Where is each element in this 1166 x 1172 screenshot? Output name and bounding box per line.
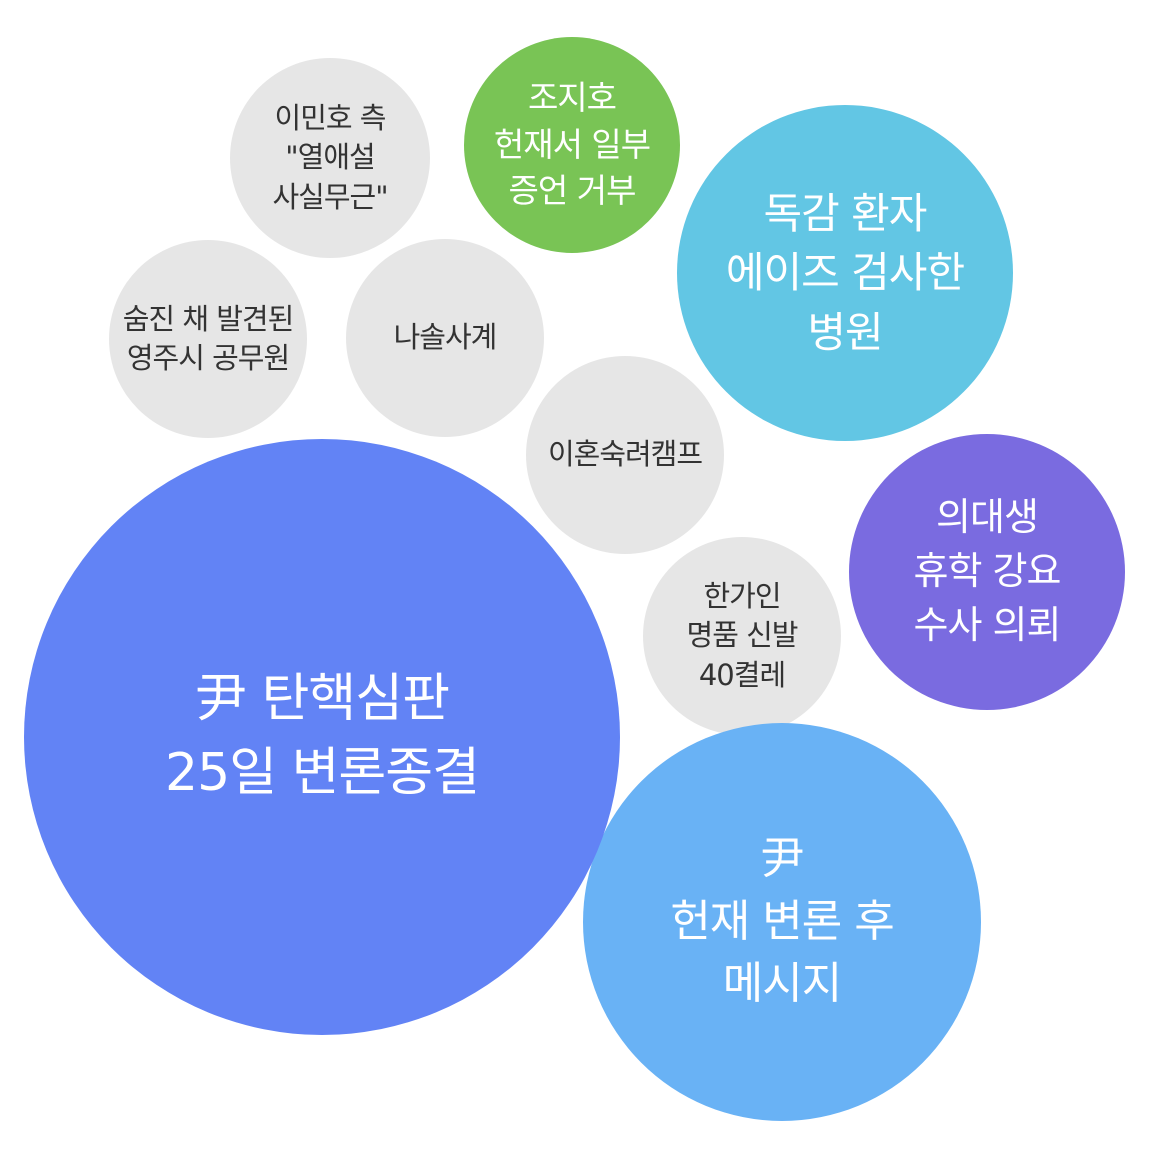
bubble-nasol-sagye[interactable]: 나솔사계 <box>346 239 544 437</box>
bubble-impeachment-trial[interactable]: 尹 탄핵심판 25일 변론종결 <box>24 439 620 1035</box>
bubble-label: 의대생 휴학 강요 수사 의뢰 <box>913 495 1062 647</box>
bubble-label: 독감 환자 에이즈 검사한 병원 <box>725 188 965 357</box>
bubble-post-argument-message[interactable]: 尹 헌재 변론 후 메시지 <box>583 723 981 1121</box>
bubble-hangain-shoes[interactable]: 한가인 명품 신발 40켤레 <box>643 537 841 735</box>
bubble-label: 나솔사계 <box>393 320 498 355</box>
bubble-label: 한가인 명품 신발 40켤레 <box>686 578 799 692</box>
bubble-label: 이민호 측 "열애설 사실무근" <box>272 100 388 214</box>
bubble-medical-student-investigation[interactable]: 의대생 휴학 강요 수사 의뢰 <box>849 434 1125 710</box>
bubble-label: 尹 헌재 변론 후 메시지 <box>670 833 894 1010</box>
bubble-label: 조지호 헌재서 일부 증언 거부 <box>493 77 651 211</box>
bubble-label: 尹 탄핵심판 25일 변론종결 <box>165 669 480 803</box>
bubble-label: 이혼숙려캠프 <box>547 437 703 472</box>
bubble-jo-jiho-testimony[interactable]: 조지호 헌재서 일부 증언 거부 <box>464 37 680 253</box>
bubble-flu-patient-aids-test[interactable]: 독감 환자 에이즈 검사한 병원 <box>677 105 1013 441</box>
bubble-lee-minho-dating-rumor[interactable]: 이민호 측 "열애설 사실무근" <box>230 58 430 258</box>
bubble-label: 숨진 채 발견된 영주시 공무원 <box>122 301 295 375</box>
bubble-yeongju-official[interactable]: 숨진 채 발견된 영주시 공무원 <box>109 240 307 438</box>
bubble-divorce-camp[interactable]: 이혼숙려캠프 <box>526 356 724 554</box>
